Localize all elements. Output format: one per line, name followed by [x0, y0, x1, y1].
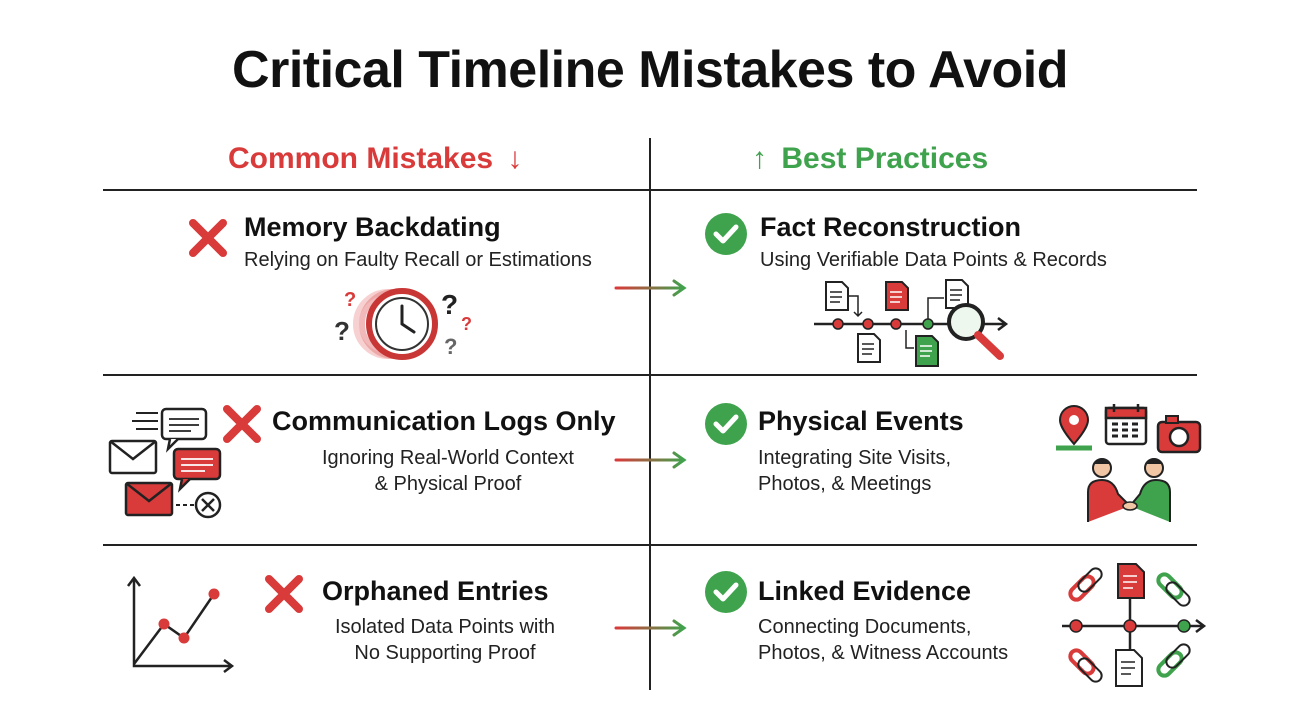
practice-desc-3a: Connecting Documents, [758, 616, 972, 638]
document-icon [825, 281, 849, 311]
transition-arrow-1 [614, 279, 687, 297]
chain-link-icon [1068, 648, 1103, 683]
document-timeline-icon [814, 279, 1009, 367]
calendar-icon [1104, 404, 1148, 446]
envelope-icon [124, 481, 174, 517]
page-title: Critical Timeline Mistakes to Avoid [232, 41, 1068, 99]
mistake-desc-1: Relying on Faulty Recall or Estimations [244, 249, 592, 271]
column-header-mistakes-label: Common Mistakes [228, 142, 494, 175]
location-pin-icon [1056, 405, 1092, 451]
practice-heading-1: Fact Reconstruction [760, 212, 1022, 242]
practice-heading-3: Linked Evidence [758, 576, 972, 606]
transition-arrow-3 [614, 619, 687, 637]
close-circle-icon [194, 491, 222, 519]
communication-icons [108, 407, 222, 519]
check-circle-icon [705, 213, 747, 255]
chain-link-icon [1156, 643, 1191, 678]
question-mark-icon: ? [344, 289, 356, 311]
question-mark-icon: ? [441, 289, 458, 320]
magnifier-icon [947, 303, 1004, 360]
column-header-practices-label: Best Practices [781, 142, 989, 175]
x-mark-icon [223, 405, 261, 443]
practice-desc-3b: Photos, & Witness Accounts [758, 642, 1009, 664]
x-mark-icon [265, 575, 303, 613]
mistake-desc-2a: Ignoring Real-World Context [322, 447, 574, 469]
question-mark-icon: ? [444, 334, 457, 359]
document-icon [915, 335, 939, 367]
document-icon [1115, 649, 1143, 687]
divider-vertical [649, 138, 651, 690]
transition-arrow-2 [614, 451, 687, 469]
chat-bubble-icon [160, 407, 208, 453]
mistake-desc-2b: & Physical Proof [374, 473, 522, 495]
mistake-heading-1: Memory Backdating [244, 212, 501, 242]
column-header-practices: ↑ Best Practices [752, 142, 988, 176]
mistake-desc-3a: Isolated Data Points with [334, 616, 556, 638]
practice-desc-1: Using Verifiable Data Points & Records [760, 249, 1107, 271]
mistake-heading-3: Orphaned Entries [322, 576, 549, 606]
chain-link-icon [1156, 572, 1191, 607]
check-circle-icon [705, 571, 747, 613]
arrow-up-icon: ↑ [752, 142, 767, 175]
document-icon [945, 279, 969, 309]
physical-events-icons [1056, 404, 1202, 522]
chain-link-icon [1068, 567, 1103, 602]
mistake-heading-2: Communication Logs Only [272, 406, 616, 436]
question-mark-icon: ? [334, 316, 350, 346]
blurred-clock-icon: ? ? ? ? ? [334, 288, 472, 360]
arrow-down-icon: ↓ [507, 142, 523, 175]
camera-icon [1156, 415, 1202, 454]
document-icon [885, 281, 909, 311]
column-header-mistakes: Common Mistakes ↓ [228, 142, 522, 176]
check-circle-icon [705, 403, 747, 445]
chat-bubble-icon [172, 447, 222, 493]
practice-desc-2a: Integrating Site Visits, [758, 447, 952, 469]
line-graph-icon [127, 575, 235, 673]
practice-heading-2: Physical Events [758, 406, 964, 436]
linked-evidence-icons [1062, 563, 1207, 687]
practice-desc-2b: Photos, & Meetings [758, 473, 932, 495]
mistake-desc-3b: No Supporting Proof [354, 642, 536, 664]
question-mark-icon: ? [461, 314, 472, 334]
envelope-icon [108, 439, 158, 475]
x-mark-icon [189, 219, 227, 257]
document-icon [857, 333, 881, 363]
document-icon [1117, 563, 1145, 599]
handshake-icon [1087, 458, 1171, 522]
